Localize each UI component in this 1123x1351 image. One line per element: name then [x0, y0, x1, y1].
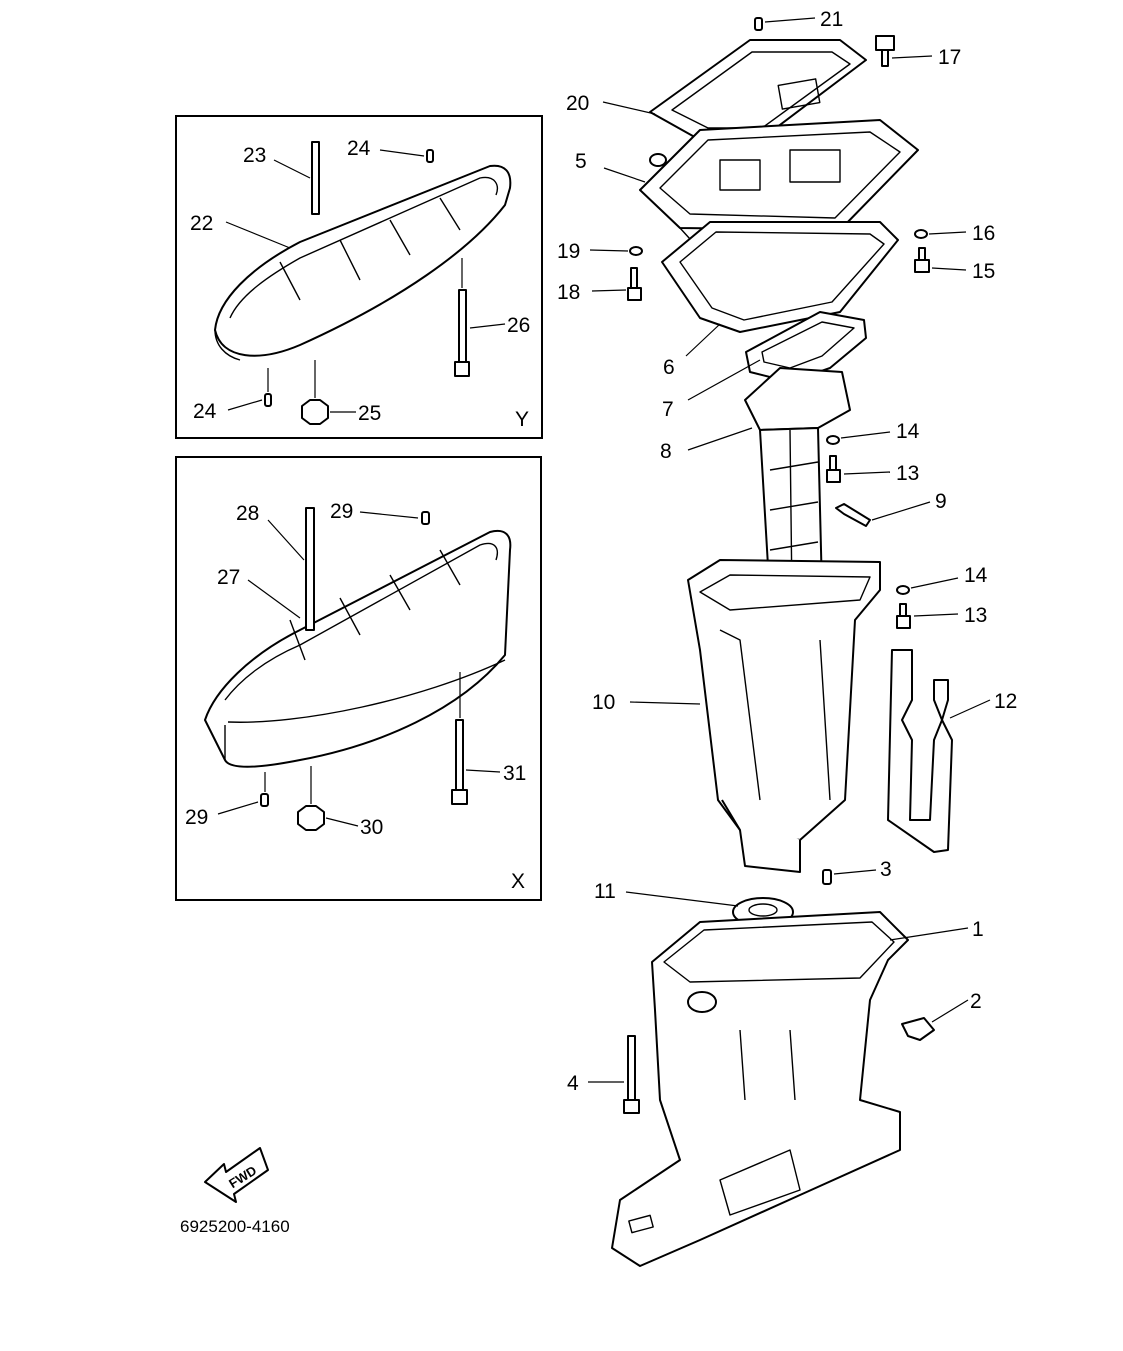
- callout-17: 17: [938, 46, 961, 69]
- callout-29-bottom: 29: [185, 806, 208, 829]
- callout-18: 18: [557, 281, 580, 304]
- inset-x: 28 29 27 31 29 30 X: [175, 456, 542, 901]
- cap-2: [901, 1017, 935, 1041]
- callout-20: 20: [566, 92, 589, 115]
- upper-casing-1: [611, 911, 909, 1267]
- nut-25: [301, 399, 329, 425]
- callout-7: 7: [662, 398, 674, 421]
- callout-29-top: 29: [330, 500, 353, 523]
- callout-1: 1: [972, 918, 984, 941]
- washer-14-upper: [826, 435, 840, 445]
- bolt-26: [454, 289, 470, 377]
- callout-11: 11: [594, 880, 616, 903]
- callout-30: 30: [360, 816, 383, 839]
- fwd-arrow-icon: FWD: [204, 1147, 269, 1203]
- inset-y: 23 24 22 26 24 25 Y: [175, 115, 543, 439]
- callout-26: 26: [507, 314, 530, 337]
- dowel-pin-24-top: [426, 149, 434, 163]
- dowel-pin-29-bottom: [260, 793, 269, 807]
- callout-10: 10: [592, 691, 615, 714]
- callout-27: 27: [217, 566, 240, 589]
- inset-y-label: Y: [515, 408, 529, 431]
- gasket-7: [745, 311, 867, 383]
- washer-16: [914, 229, 928, 239]
- rubber-seal-12: [887, 649, 953, 853]
- callout-3: 3: [880, 858, 892, 881]
- callout-14-upper: 14: [896, 420, 920, 443]
- callout-25: 25: [358, 402, 381, 425]
- bolt-13-lower: [896, 603, 911, 629]
- dowel-pin-21: [754, 17, 763, 31]
- callout-23: 23: [243, 144, 266, 167]
- callout-14-lower: 14: [964, 564, 988, 587]
- drawing-code: 6925200-4160: [180, 1217, 290, 1236]
- callout-5: 5: [575, 150, 587, 173]
- bracket-9: [835, 503, 871, 527]
- callout-4: 4: [567, 1072, 579, 1095]
- callout-8: 8: [660, 440, 672, 463]
- callout-2: 2: [970, 990, 982, 1013]
- dowel-pin-24-bottom: [264, 393, 272, 407]
- inset-x-label: X: [511, 870, 525, 893]
- upper-casing-y: [214, 164, 512, 361]
- main-assembly: 21 17 20 5 16: [557, 8, 1017, 1267]
- stud-23: [311, 141, 320, 215]
- callout-6: 6: [663, 356, 675, 379]
- bolt-18: [627, 267, 642, 301]
- upper-casing-x: [204, 530, 512, 768]
- bolt-4: [623, 1035, 640, 1114]
- stud-28: [305, 507, 315, 631]
- bolt-13-upper: [826, 455, 841, 483]
- exhaust-guide-5: [639, 119, 919, 251]
- dowel-pin-29-top: [421, 511, 430, 525]
- callout-31: 31: [503, 762, 526, 785]
- callout-21: 21: [820, 8, 843, 31]
- callout-15: 15: [972, 260, 995, 283]
- bolt-17: [875, 35, 895, 67]
- dowel-pin-3: [822, 869, 832, 885]
- gasket-6: [661, 221, 899, 333]
- callout-24-top: 24: [347, 137, 371, 160]
- inset-y-frame: [175, 115, 543, 439]
- muffler-10: [687, 559, 881, 873]
- callout-13-upper: 13: [896, 462, 919, 485]
- callout-13-lower: 13: [964, 604, 987, 627]
- exhaust-manifold-8: [744, 367, 851, 601]
- bolt-31: [451, 719, 468, 805]
- callout-16: 16: [972, 222, 995, 245]
- callout-24-bottom: 24: [193, 400, 217, 423]
- washer-14-lower: [896, 585, 910, 595]
- washer-19: [629, 246, 643, 256]
- callout-9: 9: [935, 490, 947, 513]
- nut-30: [297, 805, 325, 831]
- callout-12: 12: [994, 690, 1017, 713]
- inset-x-frame: [175, 456, 542, 901]
- bolt-15: [914, 247, 930, 273]
- callout-22: 22: [190, 212, 213, 235]
- callout-19: 19: [557, 240, 580, 263]
- callout-28: 28: [236, 502, 259, 525]
